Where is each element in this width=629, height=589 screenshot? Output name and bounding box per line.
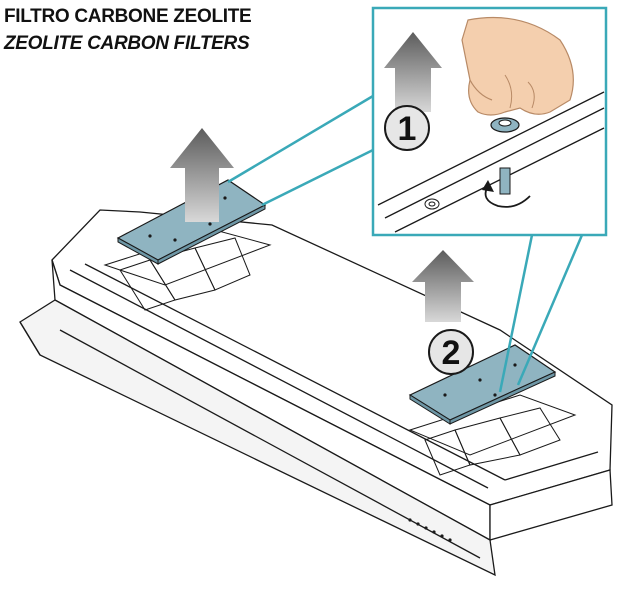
- diagram-subtitle: ZEOLITE CARBON FILTERS: [4, 33, 250, 54]
- step-1-badge: 1: [384, 105, 430, 151]
- lift-arrow-filter-1: [170, 128, 234, 222]
- hand-icon: [461, 16, 574, 116]
- knob: [490, 117, 520, 195]
- control-indicators: [408, 518, 452, 542]
- step-1-number: 1: [398, 110, 417, 148]
- diagram-title: FILTRO CARBONE ZEOLITE: [4, 6, 252, 27]
- lift-arrow-filter-2: [412, 250, 474, 322]
- callout-lines: [227, 94, 584, 393]
- hood-body: [19, 209, 613, 577]
- step-2-badge: 2: [428, 329, 474, 375]
- lift-arrow-inset: [384, 32, 442, 112]
- step-2-number: 2: [442, 334, 461, 372]
- rotate-arrow-icon: [484, 185, 531, 208]
- carbon-filter-2: [408, 344, 557, 425]
